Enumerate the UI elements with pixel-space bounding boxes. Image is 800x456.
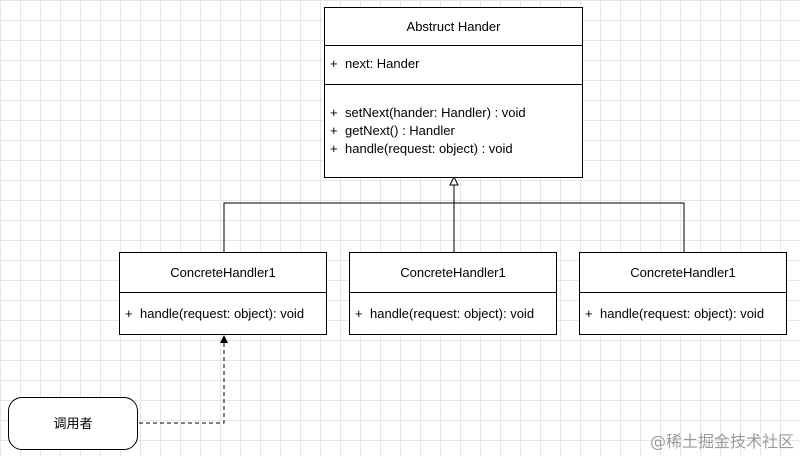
method-row: + handle(request: object): void: [350, 305, 556, 323]
caller-node[interactable]: 调用者: [8, 397, 138, 450]
method-text: handle(request: object): void: [600, 306, 765, 321]
visibility-marker: +: [330, 123, 338, 138]
method-text: handle(request: object) : void: [345, 141, 513, 156]
method-text: handle(request: object): void: [140, 306, 305, 321]
dependency-line: [139, 341, 225, 424]
class-title: ConcreteHandler1: [120, 253, 326, 293]
visibility-marker: +: [330, 105, 338, 120]
method-text: setNext(hander: Handler) : void: [345, 105, 526, 120]
class-title: ConcreteHandler1: [580, 253, 786, 293]
watermark: @稀土掘金技术社区: [649, 432, 794, 451]
caller-label: 调用者: [53, 416, 93, 431]
inheritance-branch: [223, 202, 685, 252]
method-section: + handle(request: object): void: [120, 293, 326, 323]
method-section: + handle(request: object): void: [580, 293, 786, 323]
attribute-text: next: Hander: [345, 56, 420, 71]
concrete-handler-class[interactable]: ConcreteHandler1 + handle(request: object…: [349, 252, 557, 335]
method-row: + setNext(hander: Handler) : void: [325, 104, 582, 122]
dependency-arrowhead: [220, 335, 228, 343]
concrete-handler-class[interactable]: ConcreteHandler1 + handle(request: object…: [579, 252, 787, 335]
method-row: + handle(request: object) : void: [325, 140, 582, 158]
visibility-marker: +: [330, 56, 338, 71]
inheritance-arrowhead: [449, 175, 459, 186]
visibility-marker: +: [585, 306, 593, 321]
abstract-handler-class[interactable]: Abstruct Hander + next: Hander + setNext(h…: [324, 7, 583, 178]
attribute-section: + next: Hander: [325, 46, 582, 85]
visibility-marker: +: [330, 141, 338, 156]
class-title: Abstruct Hander: [325, 8, 582, 46]
method-section: + setNext(hander: Handler) : void + getNex…: [325, 85, 582, 158]
method-row: + handle(request: object): void: [580, 305, 786, 323]
visibility-marker: +: [125, 306, 133, 321]
method-text: handle(request: object): void: [370, 306, 535, 321]
visibility-marker: +: [355, 306, 363, 321]
method-row: + handle(request: object): void: [120, 305, 326, 323]
method-section: + handle(request: object): void: [350, 293, 556, 323]
concrete-handler-class[interactable]: ConcreteHandler1 + handle(request: object…: [119, 252, 327, 335]
method-row: + getNext() : Handler: [325, 122, 582, 140]
method-text: getNext() : Handler: [345, 123, 455, 138]
class-title: ConcreteHandler1: [350, 253, 556, 293]
attribute-row: + next: Hander: [325, 55, 582, 73]
